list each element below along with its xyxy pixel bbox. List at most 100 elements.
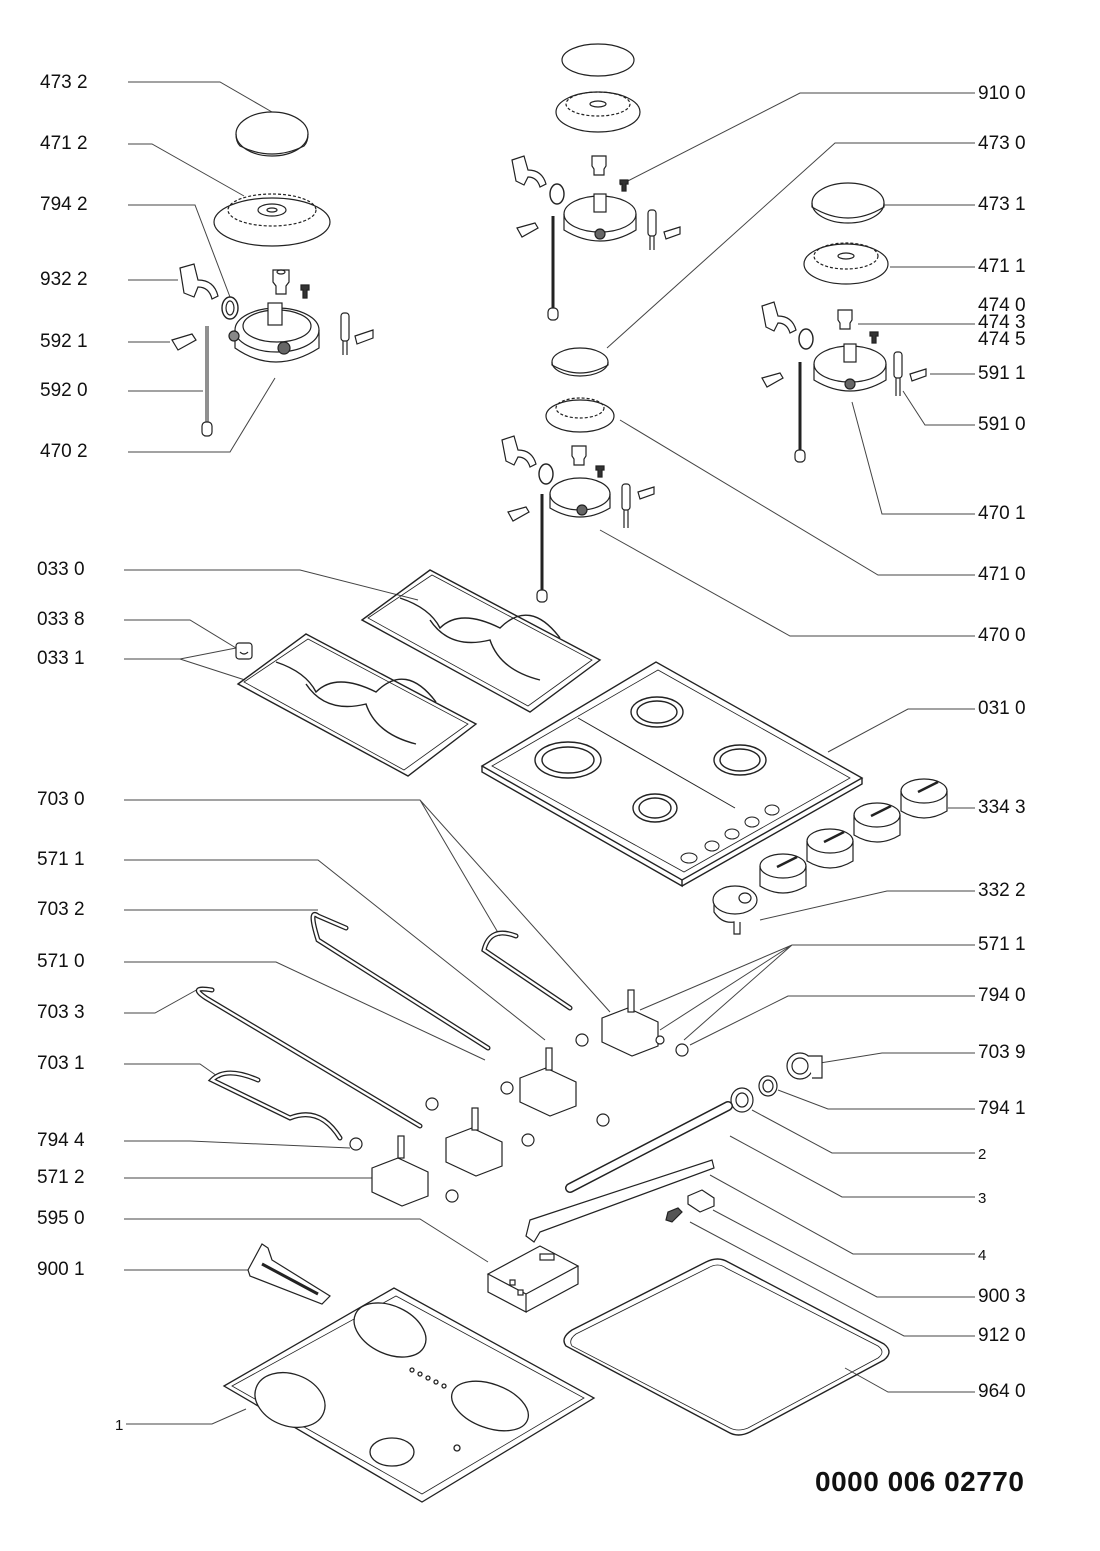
gas-valves bbox=[349, 989, 689, 1207]
leader-lines-right bbox=[599, 92, 975, 1393]
gasket-794-1 bbox=[758, 1075, 778, 1097]
electrode-591 bbox=[340, 312, 350, 355]
label-932-2: 932 2 bbox=[40, 269, 88, 290]
bracket-4 bbox=[525, 1159, 715, 1243]
label-912-0: 912 0 bbox=[978, 1325, 1026, 1346]
leader-470-1 bbox=[851, 401, 975, 515]
label-595-0: 595 0 bbox=[37, 1208, 85, 1229]
label-474-3: 474 3 bbox=[978, 312, 1026, 333]
label-033-8: 033 8 bbox=[37, 609, 85, 630]
seal-964-0 bbox=[563, 1258, 890, 1436]
leader-lines bbox=[124, 81, 611, 1425]
pan-support-033-1 bbox=[236, 633, 478, 777]
label-471-0: 471 0 bbox=[978, 564, 1026, 585]
label-473-1: 473 1 bbox=[978, 194, 1026, 215]
clip-591 bbox=[354, 329, 374, 345]
label-2: 2 bbox=[978, 1146, 987, 1163]
label-964-0: 964 0 bbox=[978, 1381, 1026, 1402]
label-703-3: 703 3 bbox=[37, 1002, 85, 1023]
label-571-0: 571 0 bbox=[37, 951, 85, 972]
leader-910-0 bbox=[619, 92, 975, 186]
leader-794-2 bbox=[128, 204, 231, 298]
leader-473-2 bbox=[128, 81, 273, 113]
label-591-0: 591 0 bbox=[978, 414, 1026, 435]
leader-332-2 bbox=[759, 890, 975, 921]
ignition-button-332-2 bbox=[712, 885, 758, 935]
label-471-2: 471 2 bbox=[40, 133, 88, 154]
leader-591-0 bbox=[902, 390, 975, 426]
leader-470-2 bbox=[128, 377, 276, 453]
label-571-1a: 571 1 bbox=[37, 849, 85, 870]
label-592-0: 592 0 bbox=[40, 380, 88, 401]
label-703-2: 703 2 bbox=[37, 899, 85, 920]
valve-c bbox=[425, 1081, 535, 1177]
document-number: 0000 006 02770 bbox=[815, 1466, 1025, 1497]
screw-912-0 bbox=[665, 1207, 683, 1223]
leader-703-9 bbox=[819, 1052, 975, 1064]
label-900-3: 900 3 bbox=[978, 1286, 1026, 1307]
label-571-2: 571 2 bbox=[37, 1167, 85, 1188]
label-3: 3 bbox=[978, 1190, 987, 1207]
valve-a bbox=[601, 989, 689, 1057]
inlet-pipe-3 bbox=[565, 1101, 733, 1193]
label-910-0: 910 0 bbox=[978, 83, 1026, 104]
screw-910 bbox=[300, 284, 310, 299]
leader-703-1 bbox=[124, 1063, 221, 1079]
label-473-0: 473 0 bbox=[978, 133, 1026, 154]
knobs-334-3 bbox=[759, 778, 948, 894]
clip-932-2 bbox=[179, 263, 219, 300]
leader-473-0 bbox=[606, 142, 975, 349]
leader-033-8 bbox=[124, 619, 237, 649]
clip-900-3 bbox=[687, 1189, 715, 1213]
label-4: 4 bbox=[978, 1247, 987, 1264]
ignition-module-595-0 bbox=[486, 1245, 580, 1313]
nut-2 bbox=[730, 1087, 754, 1113]
leader-033-0 bbox=[124, 569, 419, 601]
label-900-1: 900 1 bbox=[37, 1259, 85, 1280]
leader-471-0 bbox=[619, 419, 975, 576]
label-1: 1 bbox=[115, 1417, 124, 1434]
leader-471-2 bbox=[128, 143, 245, 197]
label-033-0: 033 0 bbox=[37, 559, 85, 580]
label-703-9: 703 9 bbox=[978, 1042, 1026, 1063]
leader-033-1 bbox=[124, 647, 246, 681]
label-334-3: 334 3 bbox=[978, 797, 1026, 818]
burner-cap-473-2 bbox=[235, 111, 309, 157]
leader-571-1b bbox=[639, 944, 975, 1041]
leader-703-0 bbox=[124, 799, 611, 1013]
foot-033-8 bbox=[235, 642, 253, 660]
leader-031-0 bbox=[827, 708, 975, 753]
valve-d bbox=[349, 1135, 459, 1207]
elbow-703-9 bbox=[786, 1052, 823, 1080]
label-591-1: 591 1 bbox=[978, 363, 1026, 384]
gas-inlet-parts bbox=[525, 1052, 823, 1243]
leader-595-0 bbox=[124, 1218, 489, 1263]
label-471-1: 471 1 bbox=[978, 256, 1026, 277]
label-571-1b: 571 1 bbox=[978, 934, 1026, 955]
label-470-2: 470 2 bbox=[40, 441, 88, 462]
label-033-1: 033 1 bbox=[37, 648, 85, 669]
label-794-0: 794 0 bbox=[978, 985, 1026, 1006]
label-473-2: 473 2 bbox=[40, 72, 88, 93]
hob-top-031-0 bbox=[480, 661, 864, 888]
leader-794-4 bbox=[124, 1140, 351, 1149]
leader-1 bbox=[126, 1408, 247, 1425]
burner-group-2 bbox=[171, 111, 374, 437]
burner-group-0 bbox=[501, 347, 655, 603]
label-703-1: 703 1 bbox=[37, 1053, 85, 1074]
leader-900-3 bbox=[712, 1209, 975, 1298]
leader-571-0 bbox=[124, 961, 486, 1061]
valve-b bbox=[519, 1033, 610, 1127]
thermocouple-592-0 bbox=[201, 326, 213, 437]
burner-group-1 bbox=[761, 182, 927, 463]
burner-head-471-2 bbox=[213, 193, 331, 247]
leader-3 bbox=[729, 1135, 975, 1198]
leader-4 bbox=[709, 1174, 975, 1255]
leader-794-0 bbox=[689, 995, 975, 1046]
label-592-1: 592 1 bbox=[40, 331, 88, 352]
label-332-2: 332 2 bbox=[978, 880, 1026, 901]
burner-base-470-2 bbox=[228, 302, 320, 363]
leader-470-0 bbox=[599, 529, 975, 637]
